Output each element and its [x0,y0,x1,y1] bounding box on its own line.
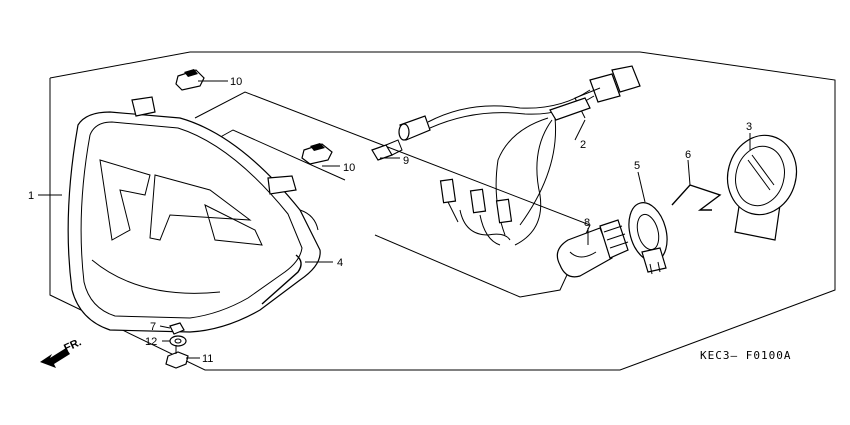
callout-10-middle: 10 [343,162,355,174]
bulb-retainer [628,202,668,275]
diagram-code: KEC3– F0100A [700,349,791,362]
callout-3: 3 [746,121,752,133]
nut-7 [169,322,185,335]
callout-1: 1 [28,190,34,202]
bolt-11 [165,345,189,369]
headlight-bulb [556,219,629,278]
headlight-rim [261,254,302,305]
callout-7: 7 [150,321,156,333]
headlight-lens [67,96,321,333]
callout-8: 8 [584,217,590,229]
callout-12: 12 [145,336,157,348]
washer-12 [169,335,187,347]
callout-4: 4 [337,257,343,269]
clip-upper [175,69,205,91]
front-arrow-icon [40,348,70,368]
front-label: FR. [62,336,83,354]
callout-11: 11 [202,353,213,365]
callout-10-upper: 10 [230,76,242,88]
retaining-spring [671,184,722,211]
callout-9: 9 [403,155,409,167]
callout-5: 5 [634,160,640,172]
clip-middle [301,143,333,165]
dust-cover [726,134,798,241]
callout-2: 2 [580,139,586,151]
position-bulb [371,139,403,161]
callout-6: 6 [685,149,691,161]
wiring-harness [398,65,641,246]
leader-lines [38,80,751,359]
